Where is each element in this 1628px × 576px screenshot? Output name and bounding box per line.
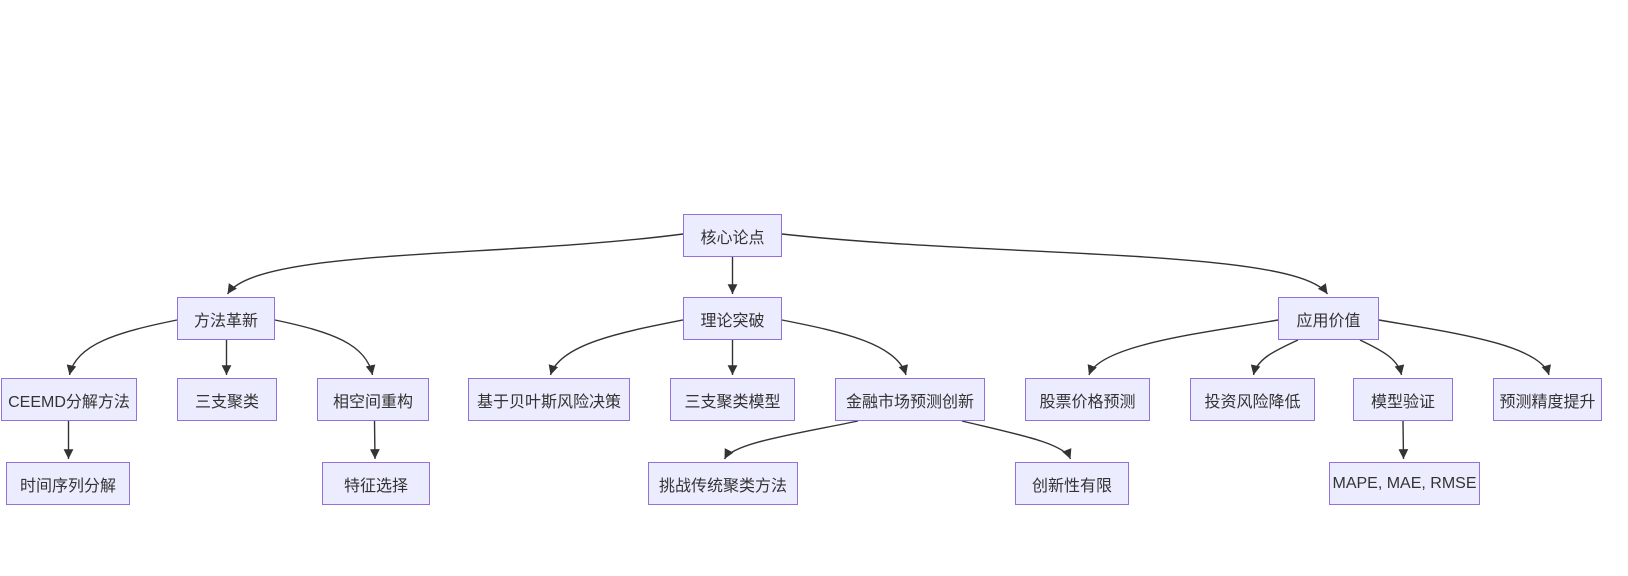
edge-finance-limited (961, 420, 1072, 460)
node-phase-space-reconstruction: 相空间重构 (317, 378, 429, 421)
node-investment-risk-reduction: 投资风险降低 (1190, 378, 1315, 421)
edge-application-validation (1359, 339, 1405, 376)
edge-application-risk (1250, 339, 1299, 376)
edge-core-method (226, 233, 684, 295)
edge-core-application (781, 233, 1329, 295)
edge-theory-finance (781, 319, 908, 376)
edge-method-ceemd (66, 319, 178, 376)
node-core-thesis: 核心论点 (683, 214, 782, 257)
edge-application-accuracy (1378, 319, 1551, 376)
node-method-innovation: 方法革新 (177, 297, 275, 340)
node-stock-price-prediction: 股票价格预测 (1025, 378, 1150, 421)
edge-finance-challenge (723, 420, 859, 460)
edge-phase-feature (369, 420, 380, 460)
node-bayesian-risk-decision: 基于贝叶斯风险决策 (468, 378, 630, 421)
edge-theory-bayes (548, 319, 684, 376)
node-three-way-clustering: 三支聚类 (177, 378, 277, 421)
edge-validation-metrics (1398, 420, 1409, 460)
node-financial-market-forecast-innovation: 金融市场预测创新 (835, 378, 985, 421)
node-limited-novelty: 创新性有限 (1015, 462, 1129, 505)
node-feature-selection: 特征选择 (322, 462, 430, 505)
node-error-metrics: MAPE, MAE, RMSE (1329, 462, 1480, 505)
node-ceemd-decomposition: CEEMD分解方法 (1, 378, 137, 421)
node-model-validation: 模型验证 (1353, 378, 1453, 421)
node-time-series-decomposition: 时间序列分解 (6, 462, 130, 505)
node-application-value: 应用价值 (1278, 297, 1379, 340)
node-three-way-cluster-model: 三支聚类模型 (670, 378, 795, 421)
node-challenge-traditional-clustering: 挑战传统聚类方法 (648, 462, 798, 505)
edge-method-phase (274, 319, 376, 376)
node-theory-breakthrough: 理论突破 (683, 297, 782, 340)
node-forecast-accuracy-improvement: 预测精度提升 (1493, 378, 1602, 421)
edge-application-stock (1087, 319, 1279, 376)
